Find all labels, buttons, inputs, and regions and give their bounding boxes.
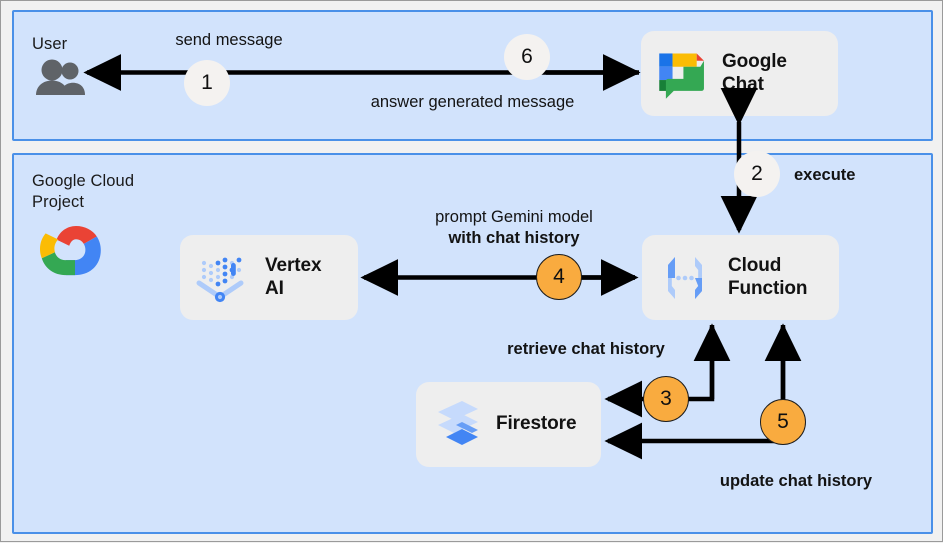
step-badge-6: 6 (504, 34, 550, 80)
caption-prompt-gemini: prompt Gemini model with chat history (389, 186, 639, 269)
caption-execute: execute (794, 166, 856, 184)
google-chat-logo-icon (652, 45, 710, 103)
step-badge-1: 1 (184, 60, 230, 106)
caption-prompt-line2: with chat history (448, 228, 580, 247)
service-label-firestore: Firestore (496, 413, 577, 435)
caption-update-chat-history: update chat history (719, 472, 873, 490)
cloud-function-logo-icon (656, 249, 714, 307)
step-badge-2: 2 (734, 151, 780, 197)
panel-gcp-label: Google Cloud Project (32, 172, 135, 212)
google-cloud-logo-icon (40, 223, 112, 281)
service-box-cloud-function[interactable]: Cloud Function (642, 235, 839, 320)
service-box-firestore[interactable]: Firestore (416, 382, 601, 467)
caption-retrieve-chat-history: retrieve chat history (507, 340, 665, 358)
step-badge-3: 3 (643, 376, 689, 422)
service-box-google-chat[interactable]: Google Chat (641, 31, 838, 116)
caption-answer-generated-message: answer generated message (370, 93, 575, 111)
user-people-icon (33, 58, 89, 98)
firestore-logo-icon (432, 397, 484, 453)
step-badge-4: 4 (536, 254, 582, 300)
panel-user-label: User (32, 35, 68, 53)
vertex-ai-logo-icon (193, 249, 253, 307)
step-badge-5: 5 (760, 399, 806, 445)
service-box-vertex-ai[interactable]: Vertex AI (180, 235, 358, 320)
caption-send-message: send message (175, 31, 283, 49)
service-label-vertex-ai: Vertex AI (265, 255, 322, 299)
service-label-google-chat: Google Chat (722, 51, 787, 95)
service-label-cloud-function: Cloud Function (728, 255, 808, 299)
caption-prompt-line1: prompt Gemini model (435, 207, 593, 226)
